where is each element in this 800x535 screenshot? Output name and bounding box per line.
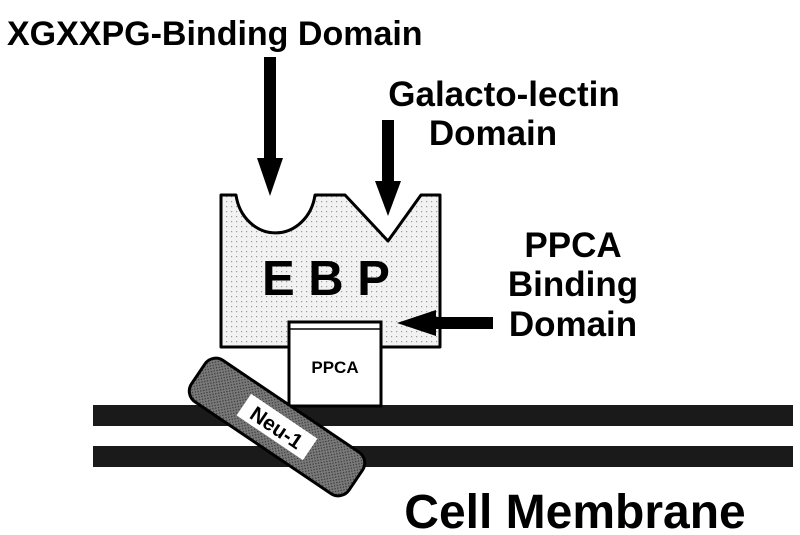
galacto-label-line1: Galacto-lectin bbox=[388, 75, 619, 114]
ppca-box-label: PPCA bbox=[311, 358, 358, 377]
galacto-label-line2: Domain bbox=[429, 114, 557, 153]
ppca-domain-label-line1: PPCA bbox=[524, 226, 621, 265]
membrane-bar-top bbox=[93, 405, 793, 426]
ppca-domain-label-line2: Binding bbox=[508, 265, 638, 304]
ppca-domain-label-line3: Domain bbox=[509, 305, 637, 344]
arrow-galacto-lectin bbox=[375, 120, 401, 216]
ebp-shape bbox=[219, 193, 442, 349]
ebp-label: E B P bbox=[262, 252, 390, 306]
neu1-label-bg bbox=[236, 393, 318, 461]
cell-membrane-label: Cell Membrane bbox=[404, 486, 745, 535]
neu1-group: Neu-1 bbox=[187, 356, 367, 498]
arrow-ppca-binding bbox=[397, 310, 493, 336]
xgxxpg-label: XGXXPG-Binding Domain bbox=[7, 15, 423, 53]
membrane-bar-bottom bbox=[93, 446, 793, 467]
ppca-box bbox=[287, 320, 383, 408]
arrow-xgxxpg bbox=[257, 57, 283, 196]
